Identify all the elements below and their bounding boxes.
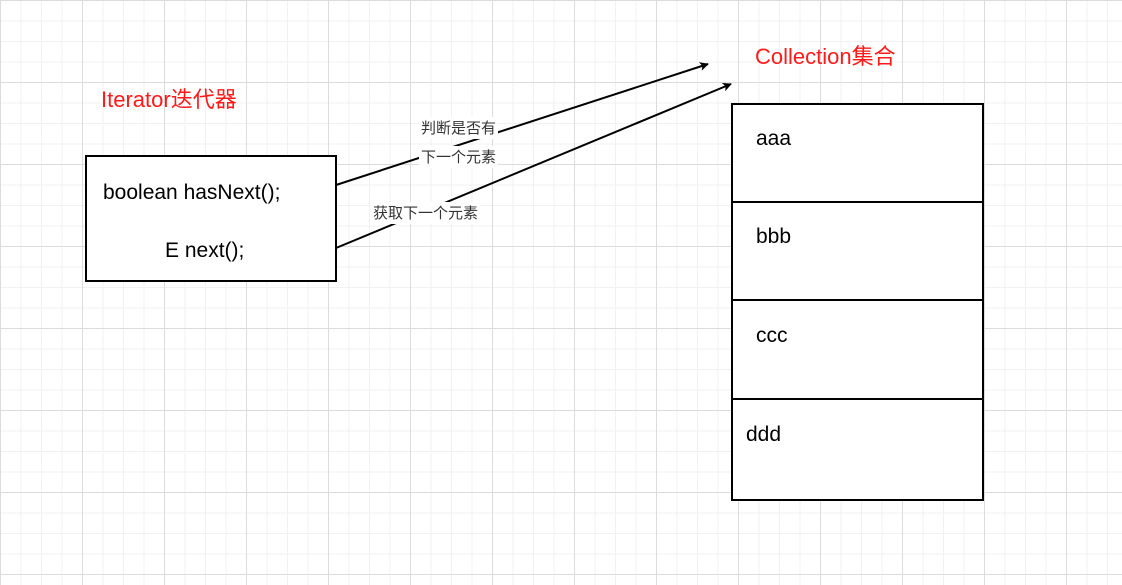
collection-item: bbb (733, 203, 982, 301)
arrow-hasnext-to-collection (335, 62, 709, 186)
edge-label-next: 获取下一个元素 (371, 202, 481, 224)
collection-item-text: ddd (746, 423, 782, 446)
edge-label-hasnext-line2: 下一个元素 (419, 146, 499, 168)
collection-box: aaa bbb ccc ddd (731, 103, 984, 501)
method-next: E next(); (165, 239, 245, 262)
collection-item-text: bbb (756, 225, 792, 248)
edge-label-hasnext-line1: 判断是否有 (419, 117, 499, 139)
collection-item-text: aaa (756, 127, 792, 150)
collection-item: ccc (733, 302, 982, 400)
collection-item: ddd (733, 401, 982, 499)
iterator-title: Iterator迭代器 (101, 87, 237, 112)
method-hasnext: boolean hasNext(); (103, 181, 281, 204)
collection-title: Collection集合 (755, 44, 896, 69)
collection-item-text: ccc (756, 324, 788, 347)
collection-item: aaa (733, 105, 982, 203)
iterator-box: boolean hasNext(); E next(); (85, 155, 337, 282)
